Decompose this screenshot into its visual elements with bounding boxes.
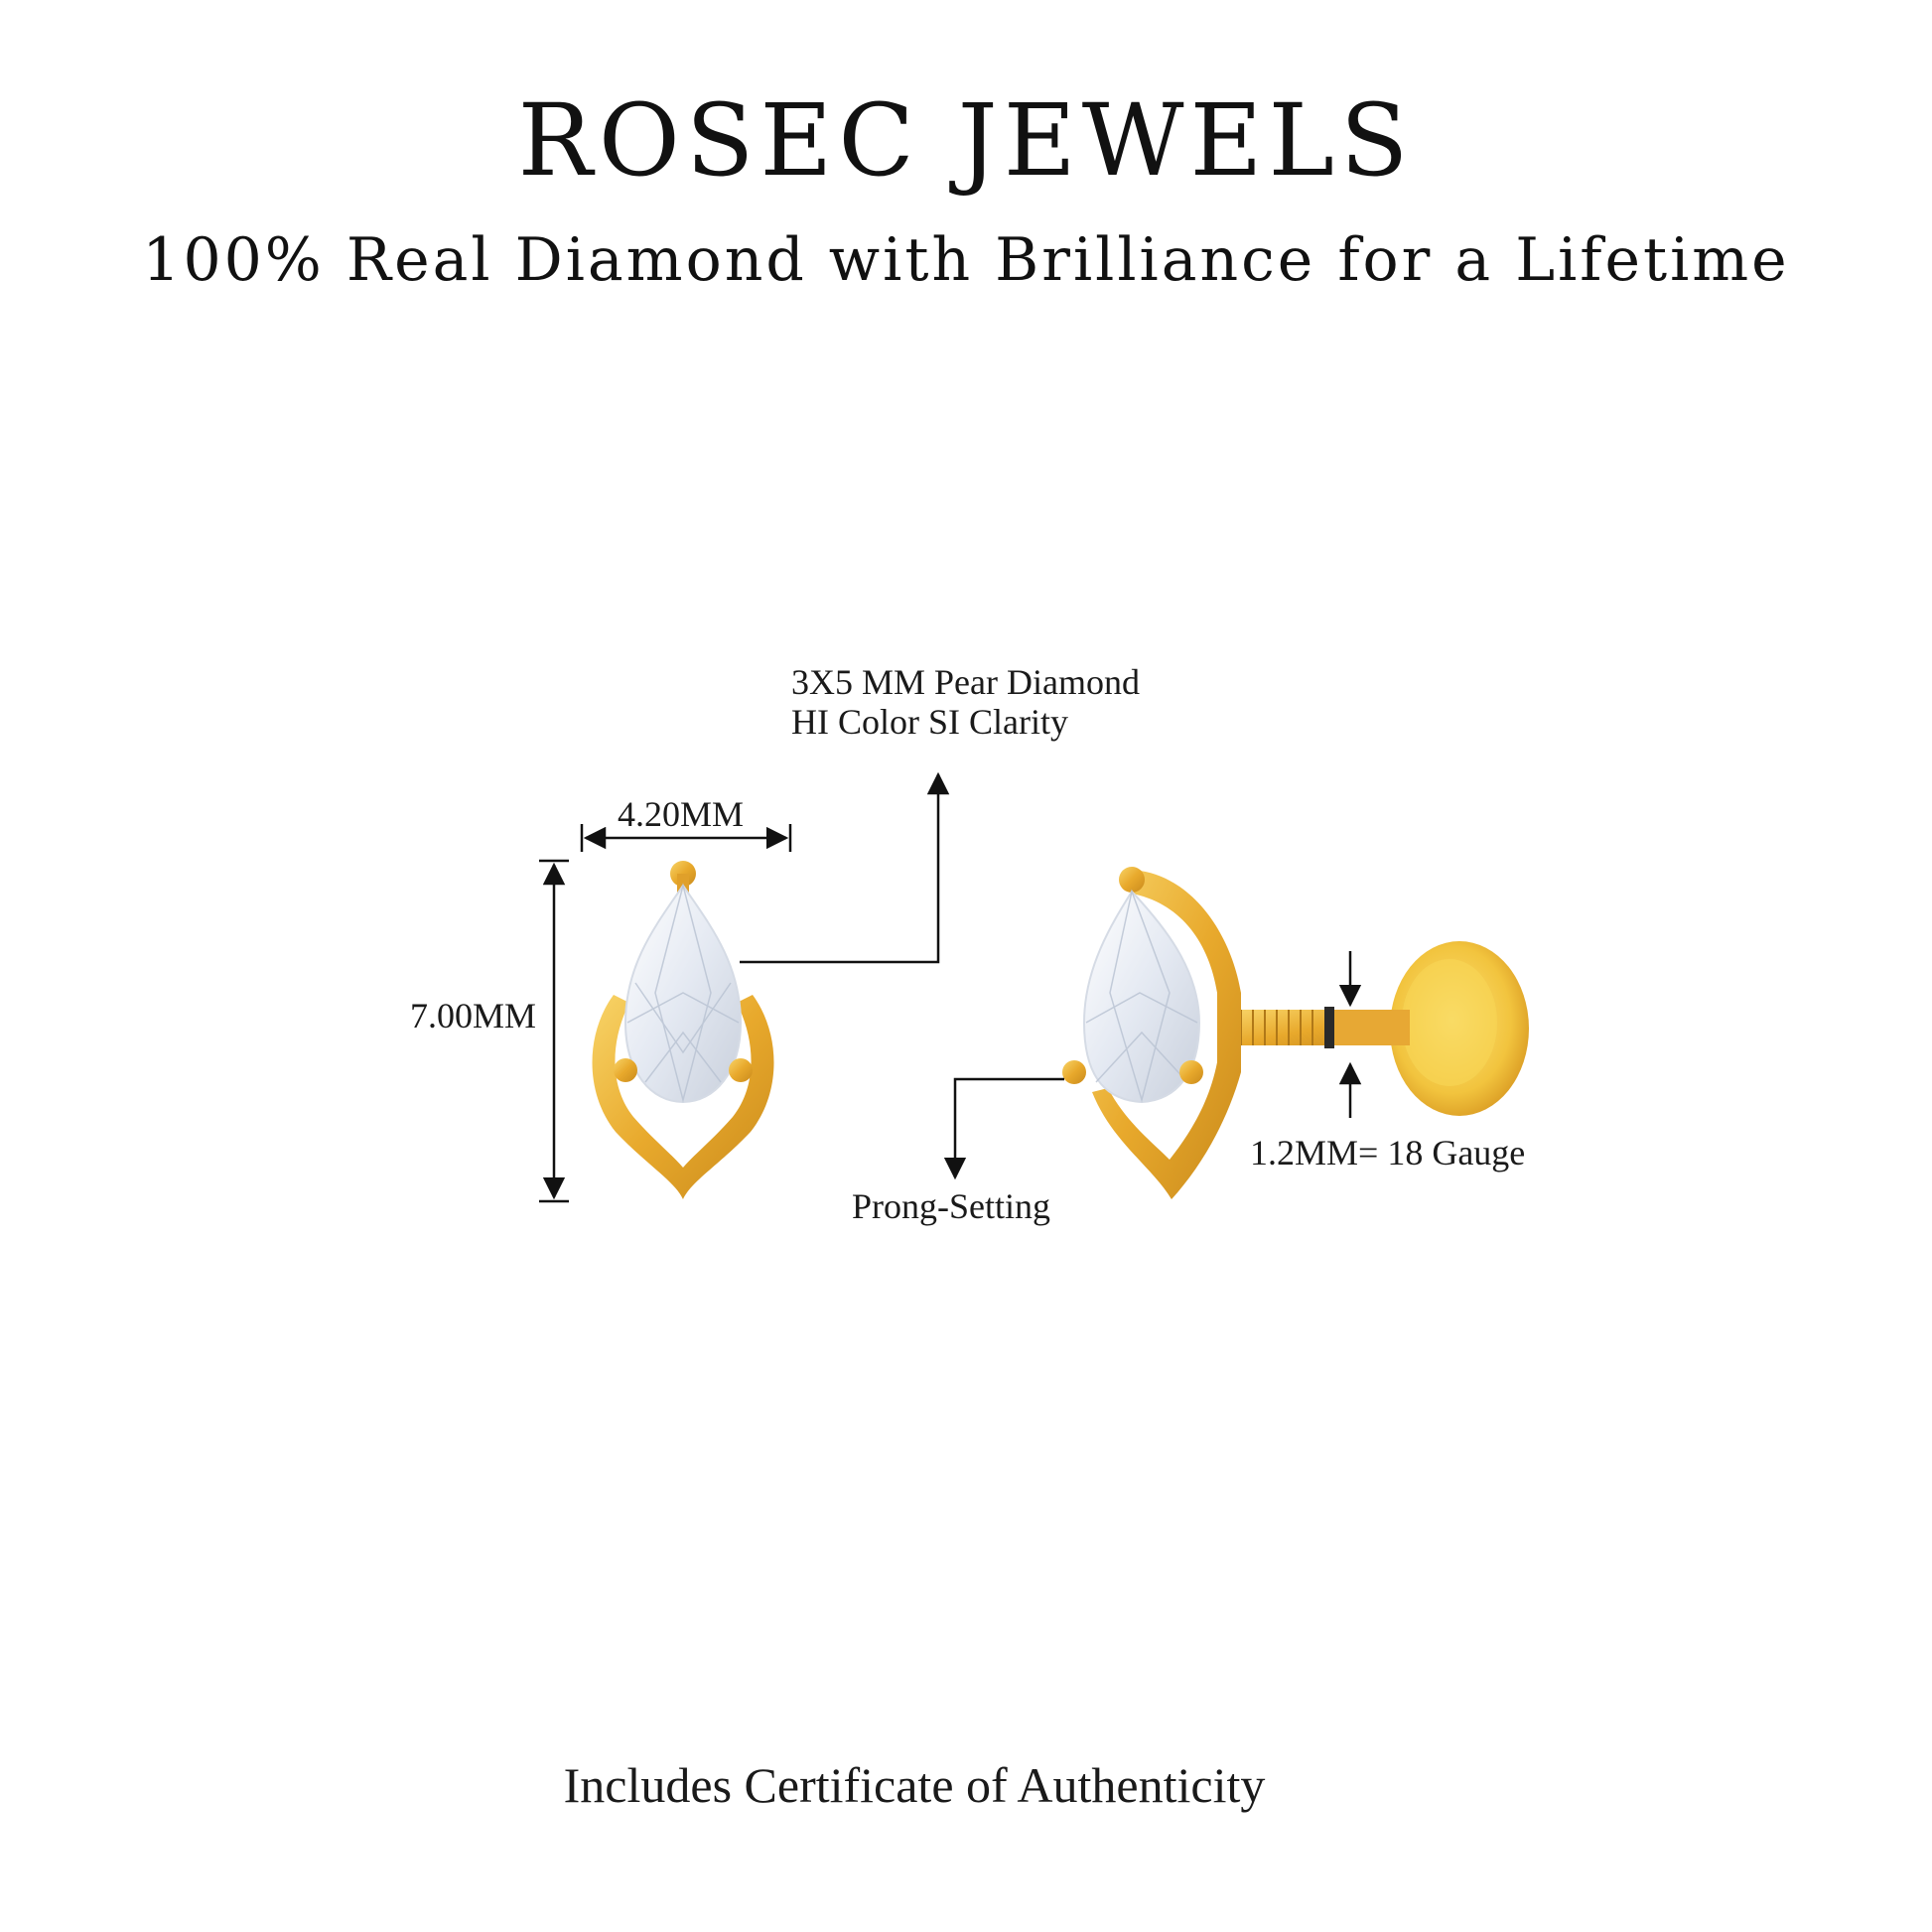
width-label: 4.20MM — [618, 794, 745, 834]
prong-setting-label: Prong-Setting — [852, 1186, 1051, 1226]
stone-spec-line2: HI Color SI Clarity — [791, 702, 1068, 742]
stone-spec-line1: 3X5 MM Pear Diamond — [791, 662, 1140, 702]
front-frame — [592, 995, 774, 1199]
diamond-callout-line — [740, 771, 950, 964]
side-frame — [1092, 870, 1241, 1199]
side-earring — [1062, 867, 1529, 1199]
gauge-label: 1.2MM= 18 Gauge — [1250, 1133, 1526, 1173]
front-earring — [592, 861, 774, 1199]
tagline: 100% Real Diamond with Brilliance for a … — [142, 225, 1790, 295]
front-right-prong — [729, 1058, 753, 1082]
height-label: 7.00MM — [410, 996, 537, 1035]
certificate-note: Includes Certificate of Authenticity — [563, 1757, 1266, 1813]
brand-title: ROSEC JEWELS — [517, 82, 1415, 199]
front-left-prong — [614, 1058, 637, 1082]
width-dimension — [580, 824, 792, 852]
height-dimension — [539, 859, 569, 1203]
prong-callout-line — [943, 1077, 1064, 1180]
